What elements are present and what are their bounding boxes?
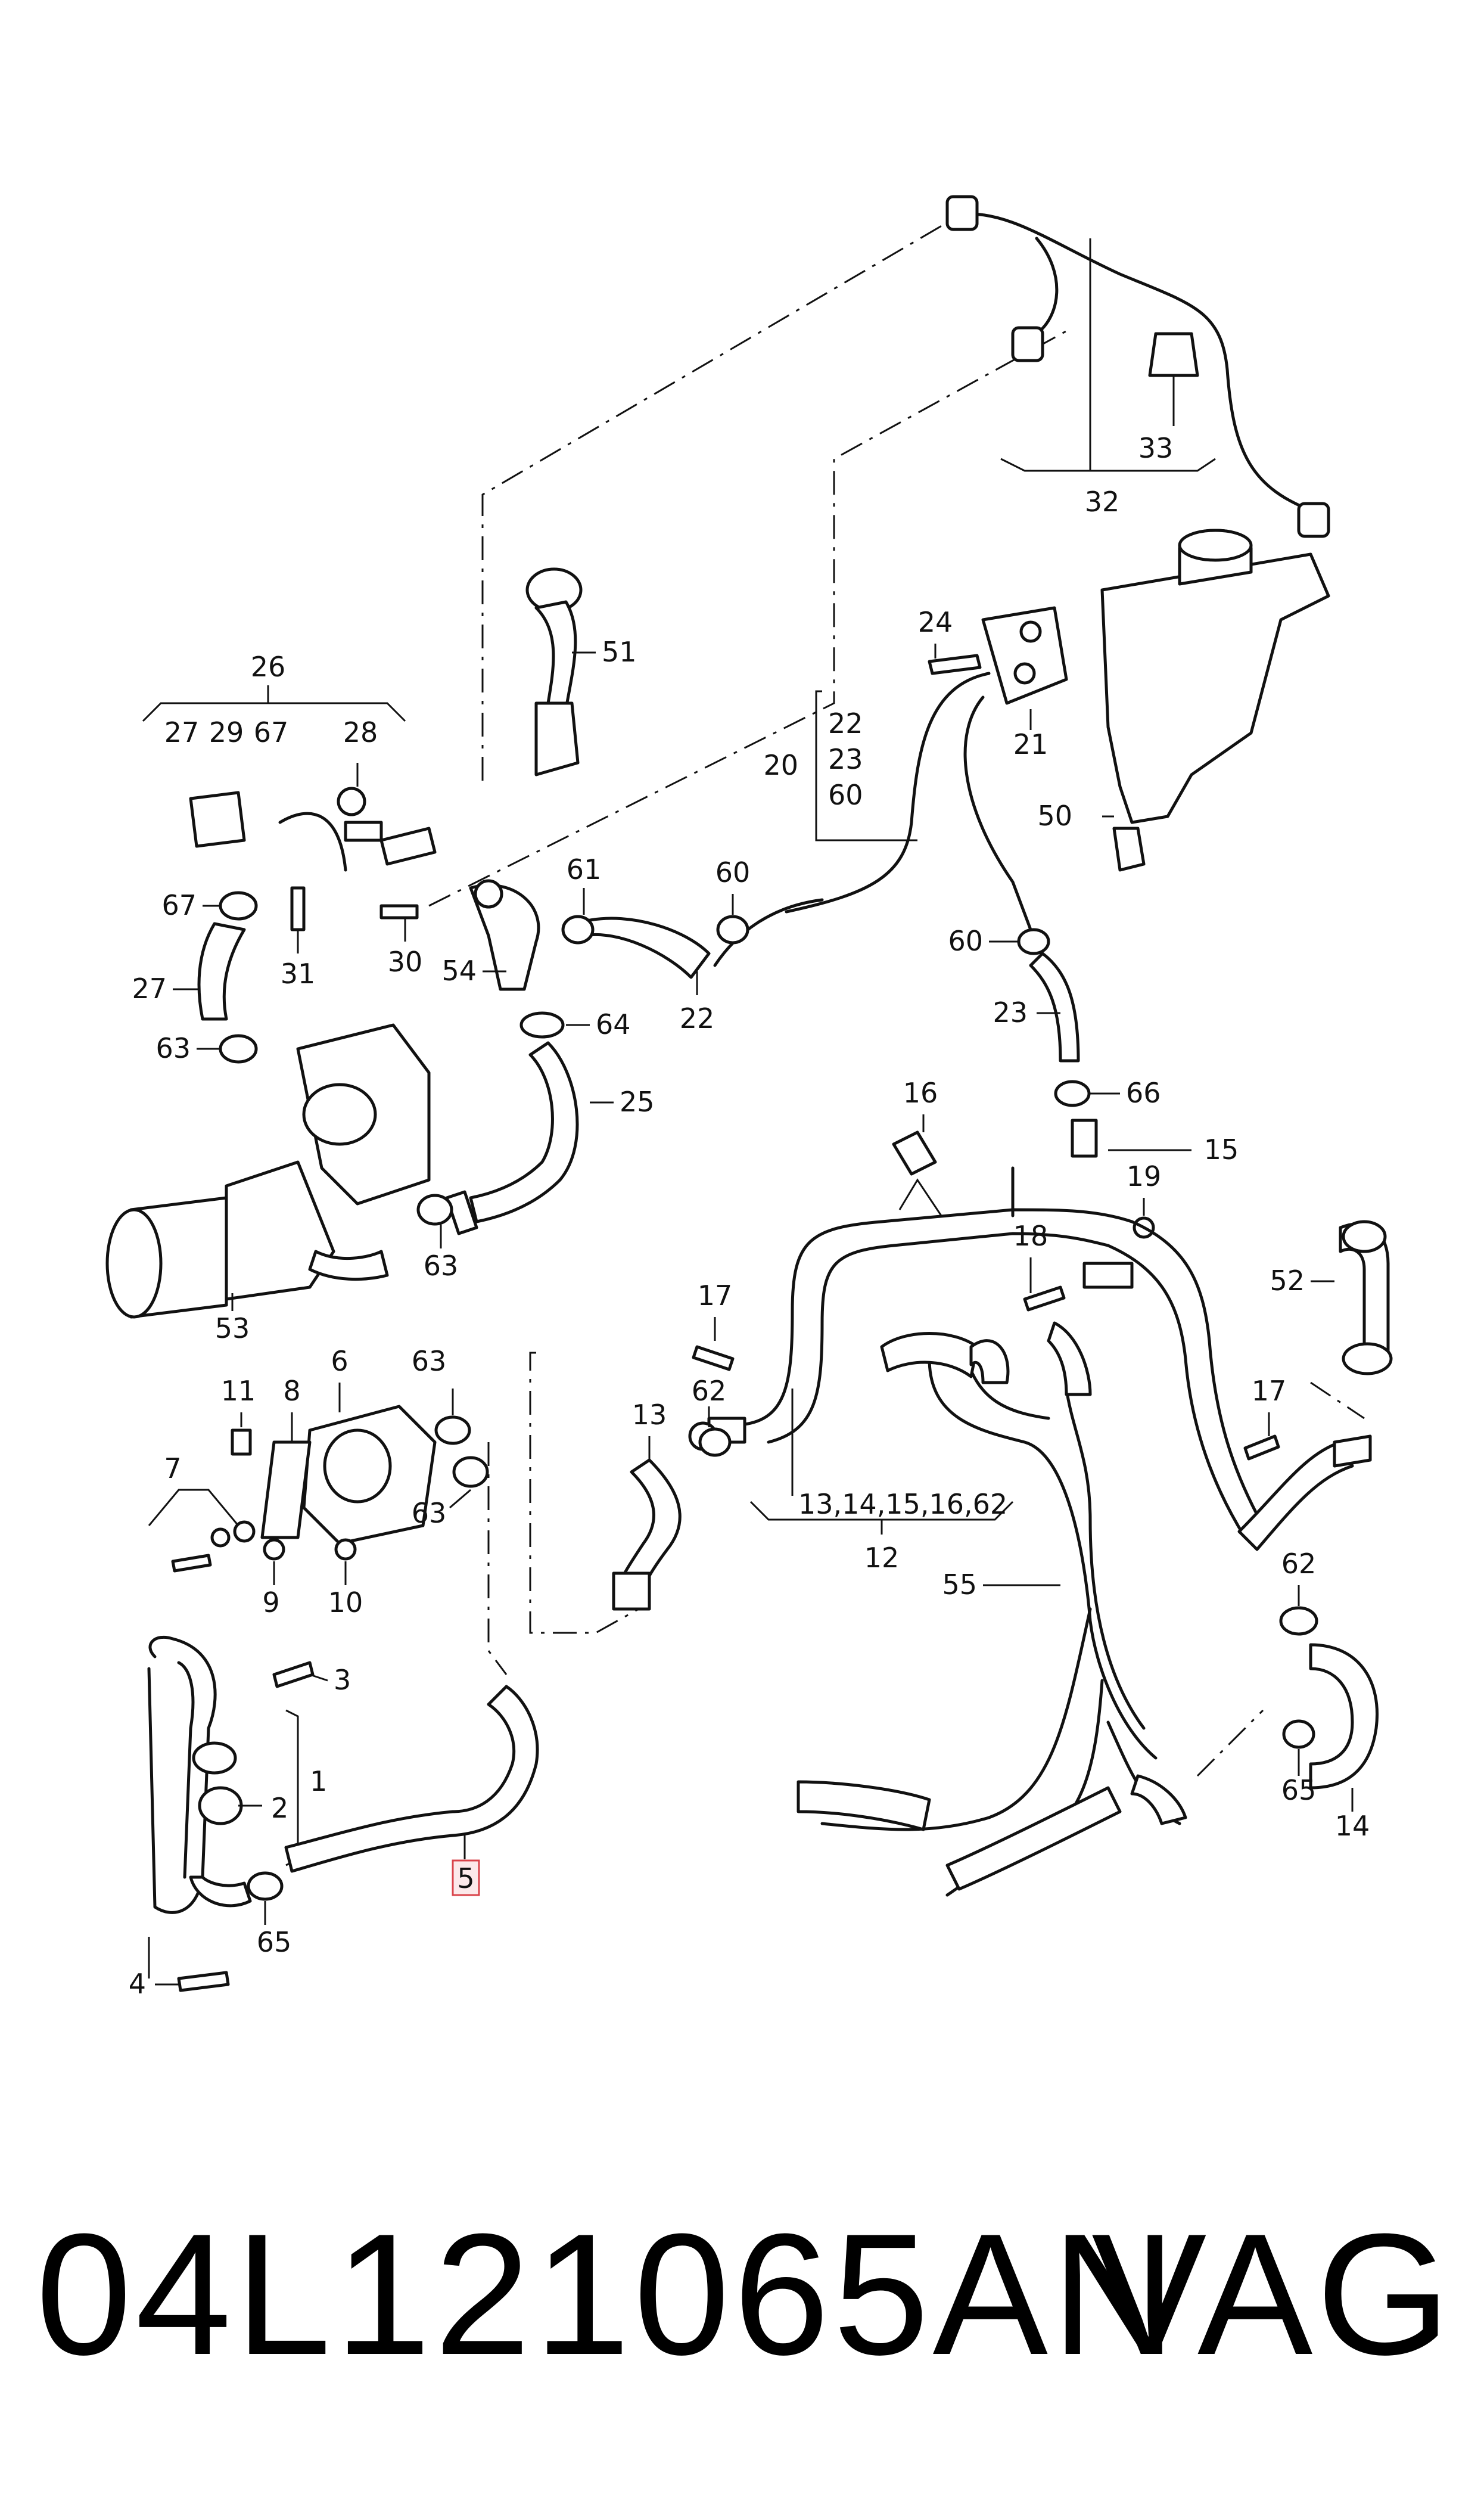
callout-67-group: 67 (254, 716, 289, 748)
callout-26: 26 (251, 651, 286, 683)
callout-29: 29 (209, 716, 244, 748)
callout-60-clamp-b: 60 (948, 925, 983, 957)
callout-51: 51 (602, 636, 637, 668)
callout-64: 64 (596, 1008, 631, 1040)
callout-25: 25 (620, 1086, 655, 1118)
callout-21: 21 (1013, 728, 1049, 760)
callout-50: 50 (1037, 800, 1072, 832)
expansion-tank-50 (1100, 529, 1330, 872)
flange-21 (928, 606, 1068, 730)
callout-10: 10 (328, 1586, 363, 1619)
clamp-62-a (698, 1406, 732, 1457)
callout-31: 31 (281, 958, 316, 990)
callout-63-b: 63 (424, 1250, 459, 1282)
callout-13: 13 (632, 1399, 667, 1431)
callout-22-group: 22 (828, 707, 863, 740)
callout-23-hose: 23 (993, 996, 1028, 1029)
group-26 (142, 685, 437, 953)
callout-32: 32 (1085, 486, 1120, 518)
coolant-line-32 (945, 195, 1330, 538)
callout-18: 18 (1013, 1220, 1049, 1252)
callout-20: 20 (763, 749, 798, 781)
hose-assembly-55 (797, 1321, 1187, 1897)
callout-8: 8 (283, 1375, 300, 1407)
hose-23 (989, 928, 1080, 1063)
callout-33: 33 (1138, 432, 1174, 464)
callout-4: 4 (129, 1968, 146, 2000)
coolant-pipes-20 (713, 672, 1032, 967)
callout-12: 12 (864, 1542, 900, 1574)
callout-63-c: 63 (412, 1345, 447, 1377)
callout-16: 16 (903, 1077, 938, 1109)
hose-13 (612, 1436, 682, 1611)
hose-25 (445, 1041, 614, 1235)
callout-24: 24 (918, 606, 953, 638)
connector-54 (469, 879, 590, 1039)
thermostat-housing-53 (105, 1023, 431, 1319)
brand-label: VAG (1091, 2198, 1454, 2391)
hose-51 (525, 567, 596, 776)
callout-11: 11 (221, 1375, 256, 1407)
part-number: 04L121065AN (36, 2198, 1180, 2391)
bracket-parts-7-11 (148, 1412, 357, 1585)
callout-54: 54 (441, 955, 477, 987)
callout-53: 53 (215, 1312, 250, 1344)
callout-9: 9 (262, 1586, 279, 1619)
callout-60-group: 60 (828, 779, 863, 811)
callout-19: 19 (1127, 1160, 1162, 1192)
callout-62-b: 62 (1281, 1548, 1317, 1580)
clamp-63-b (416, 1194, 453, 1248)
callout-6: 6 (331, 1345, 348, 1377)
pipe-right-17 (1106, 1220, 1372, 1551)
callout-13-group: 13,14,15,16,62 (798, 1488, 1007, 1520)
bolt-17-a (692, 1317, 735, 1371)
callout-65-right: 65 (1281, 1774, 1317, 1806)
callout-23-group: 23 (828, 743, 863, 775)
clamp-63-a (197, 1034, 258, 1064)
hose-22 (561, 888, 749, 995)
bolt-18 (1023, 1257, 1134, 1312)
assembly-guide-lines (428, 207, 1365, 1777)
callout-14: 14 (1335, 1810, 1370, 1842)
callout-28: 28 (343, 716, 378, 748)
callout-63-a: 63 (155, 1032, 191, 1064)
callout-22-hose: 22 (680, 1002, 715, 1035)
clamp-66 (1054, 1080, 1120, 1107)
callout-7: 7 (164, 1452, 181, 1484)
callout-65-left: 65 (257, 1926, 292, 1958)
water-pump-6 (302, 1383, 489, 1545)
callout-5: 5 (457, 1862, 474, 1894)
hose-5 (247, 1685, 539, 1925)
callout-62-a: 62 (692, 1375, 727, 1407)
callout-1: 1 (310, 1765, 327, 1797)
hose-27 (173, 891, 258, 1021)
callout-15: 15 (1204, 1133, 1239, 1166)
coolant-system-exploded-diagram: 33 32 50 21 24 22 23 60 20 61 (105, 195, 1393, 2000)
callout-3: 3 (334, 1664, 351, 1696)
callout-61: 61 (567, 853, 602, 886)
callout-63-d: 63 (412, 1497, 447, 1529)
callout-27-group: 27 (164, 716, 200, 748)
callout-27: 27 (132, 973, 167, 1005)
hose-14 (1279, 1585, 1379, 1812)
highlight-box-5 (452, 1859, 480, 1896)
callout-67: 67 (161, 889, 197, 921)
footer: 04L121065AN VAG (0, 2169, 1484, 2419)
callout-17-b: 17 (1252, 1375, 1287, 1407)
callout-52: 52 (1270, 1265, 1305, 1297)
callout-60-clamp-a: 60 (715, 856, 751, 889)
coolant-pipe-group-12 (688, 1114, 1191, 1535)
callout-17-a: 17 (698, 1279, 733, 1312)
callout-2: 2 (271, 1792, 288, 1824)
callout-55: 55 (942, 1568, 977, 1601)
coolant-pipe-group-1 (147, 1635, 328, 1992)
callout-66: 66 (1126, 1077, 1161, 1109)
callout-30: 30 (388, 946, 423, 978)
hose-52 (1311, 1220, 1393, 1375)
